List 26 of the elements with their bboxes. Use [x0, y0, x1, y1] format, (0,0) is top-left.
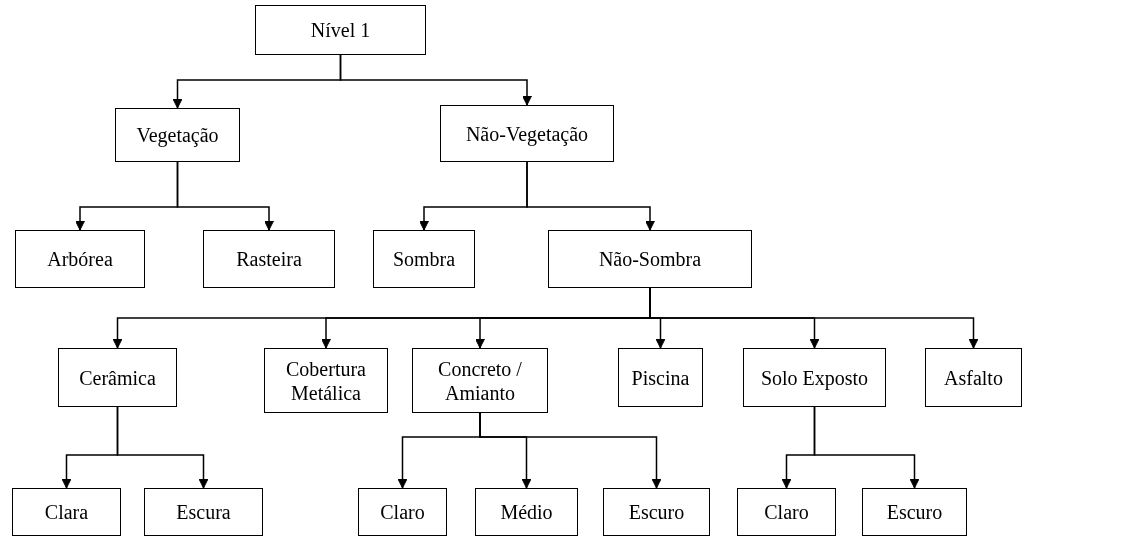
arrow: [526, 161, 655, 231]
category-box: Arbórea: [15, 230, 145, 288]
category-box: Escura: [144, 488, 263, 536]
category-box: Solo Exposto: [743, 348, 886, 407]
category-box: Médio: [475, 488, 578, 536]
arrow: [339, 54, 532, 106]
category-box: Não-Sombra: [548, 230, 752, 288]
category-box: Cobertura Metálica: [264, 348, 388, 413]
category-box: Escuro: [862, 488, 967, 536]
arrow: [176, 161, 274, 231]
category-box: Asfalto: [925, 348, 1022, 407]
category-box: Concreto / Amianto: [412, 348, 548, 413]
arrow: [479, 412, 662, 489]
category-box: Piscina: [618, 348, 703, 407]
category-box: Vegetação: [115, 108, 240, 162]
category-box: Não-Vegetação: [440, 105, 614, 162]
category-box: Clara: [12, 488, 121, 536]
category-box: Cerâmica: [58, 348, 177, 407]
category-box: Nível 1: [255, 5, 426, 55]
category-box: Rasteira: [203, 230, 335, 288]
category-box: Claro: [358, 488, 447, 536]
category-box: Sombra: [373, 230, 475, 288]
arrow: [116, 406, 209, 489]
category-box: Claro: [737, 488, 836, 536]
arrow: [813, 406, 920, 489]
category-box: Escuro: [603, 488, 710, 536]
